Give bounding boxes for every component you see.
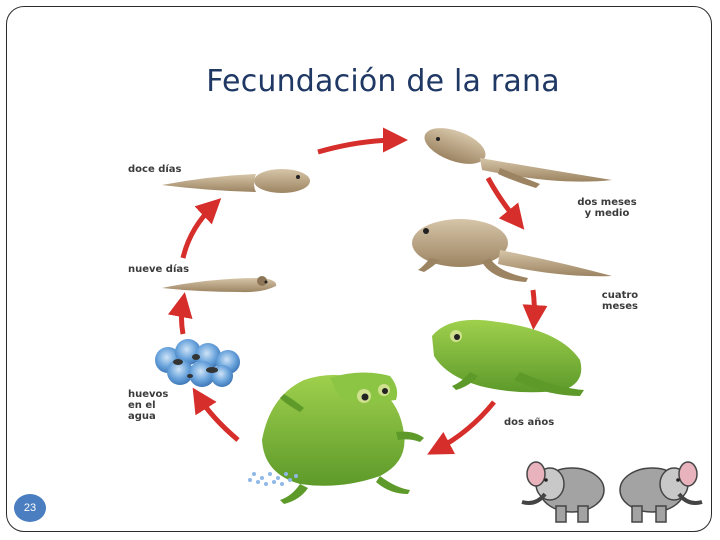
label-cuatro-meses: cuatro meses — [598, 290, 642, 312]
arrow-to-four-months — [533, 290, 534, 320]
arrow-eggs-to-nine-days — [182, 302, 184, 334]
elephant-right — [620, 462, 702, 522]
arrow-adults-to-eggs — [198, 396, 238, 440]
label-nueve-dias: nueve días — [128, 264, 189, 275]
elephant-left — [522, 462, 604, 522]
tadpole-twelve-days — [162, 169, 310, 193]
arrow-tadpole-to-two-half-months — [488, 178, 518, 222]
arrow-twelve-days-to-tadpole — [318, 140, 398, 152]
egg-cluster — [155, 339, 240, 387]
tadpole-two-half-months — [412, 219, 612, 282]
tadpole-with-hind-legs — [420, 121, 612, 188]
label-doce-dias: doce días — [128, 164, 182, 175]
adult-frogs-pair — [262, 372, 424, 504]
label-huevos-en-el-agua: huevos en el agua — [128, 389, 178, 422]
tadpole-nine-days — [162, 276, 276, 292]
arrow-nine-to-twelve-days — [183, 205, 214, 258]
label-dos-meses-y-medio: dos meses y medio — [570, 197, 644, 219]
page-number-badge: 23 — [14, 494, 46, 522]
arrow-to-two-years — [436, 402, 494, 450]
label-dos-anos: dos años — [504, 417, 554, 428]
froglet-four-months — [432, 320, 584, 396]
